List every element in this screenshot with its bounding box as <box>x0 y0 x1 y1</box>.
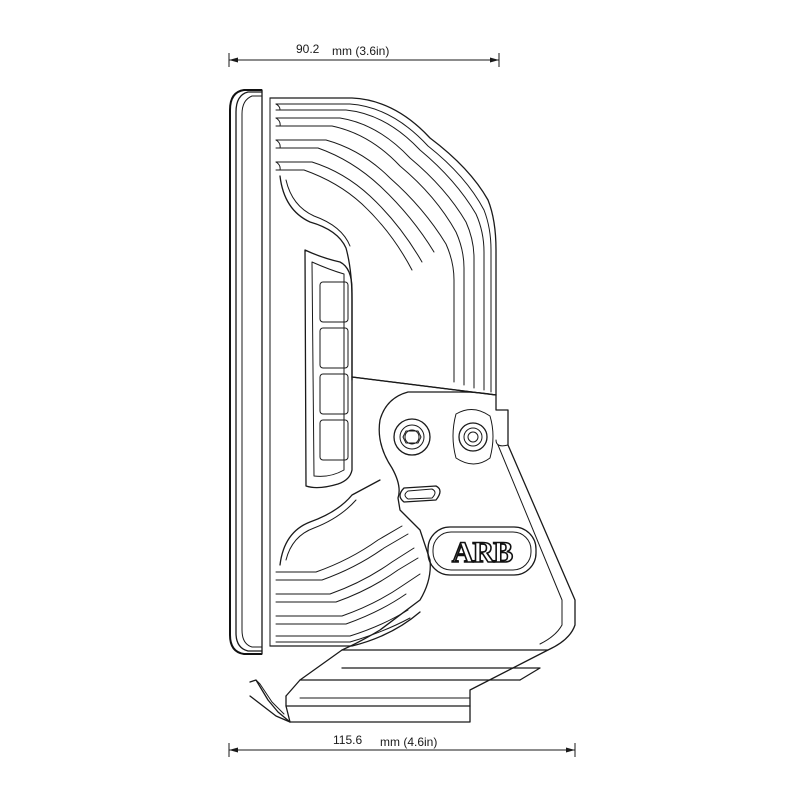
arb-logo: ARB <box>427 526 537 576</box>
front-bezel <box>229 89 271 655</box>
top-dimension-arrow-left <box>229 57 238 63</box>
top-dimension-unit: mm (3.6in) <box>332 44 389 58</box>
bolt-right <box>458 422 488 452</box>
top-dimension: 90.2 mm (3.6in) <box>228 42 500 67</box>
arb-logo-inner-frame <box>432 531 532 571</box>
bottom-dimension-value: 115.6 <box>333 733 362 747</box>
top-dimension-arrow-right <box>490 57 499 63</box>
arb-logo-text: ARB <box>452 536 513 569</box>
mounting-bracket <box>249 376 576 723</box>
bottom-dimension-unit: mm (4.6in) <box>380 735 437 749</box>
bottom-dimension-arrow-left <box>229 747 238 753</box>
top-dimension-value: 90.2 <box>296 42 320 56</box>
adjustment-slot <box>399 485 441 503</box>
bottom-dimension-arrow-right <box>566 747 575 753</box>
arb-logo-outer-frame <box>427 526 537 576</box>
bottom-dimension: 115.6 mm (4.6in) <box>228 733 576 757</box>
bolt-left <box>393 418 431 456</box>
